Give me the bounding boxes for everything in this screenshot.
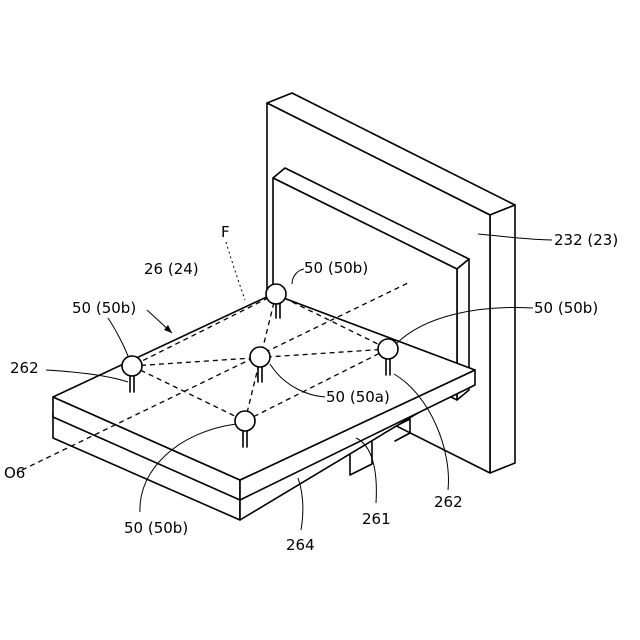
leader-264	[298, 478, 303, 530]
label-wall: 232 (23)	[554, 231, 618, 249]
label-axis: O6	[4, 464, 25, 482]
leader-ball-left	[108, 318, 128, 356]
label-pin-right: 262	[434, 493, 463, 511]
ball-left-sphere	[122, 356, 142, 376]
ball-bottom-sphere	[235, 411, 255, 431]
label-f: F	[221, 223, 230, 241]
wall-side-face	[490, 205, 515, 473]
label-plate: 26 (24)	[144, 260, 199, 278]
label-ball-top: 50 (50b)	[304, 259, 368, 277]
label-ball-left: 50 (50b)	[72, 299, 136, 317]
label-pin-left: 262	[10, 359, 39, 377]
label-base-plate: 264	[286, 536, 315, 554]
ball-top-sphere	[266, 284, 286, 304]
ball-right-sphere	[378, 339, 398, 359]
label-base-block: 261	[362, 510, 391, 528]
ball-center-sphere	[250, 347, 270, 367]
label-ball-bottom: 50 (50b)	[124, 519, 188, 537]
label-ball-center: 50 (50a)	[326, 388, 390, 406]
label-ball-right: 50 (50b)	[534, 299, 598, 317]
f-indicator	[226, 242, 245, 300]
